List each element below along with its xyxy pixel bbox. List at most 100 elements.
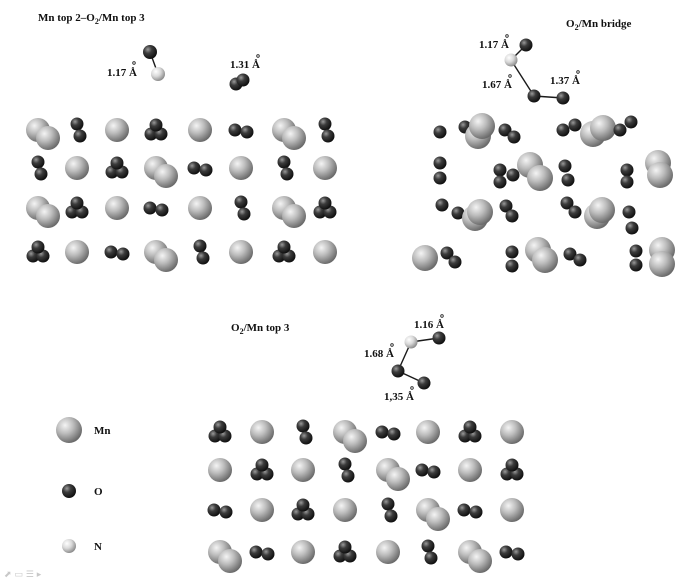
oxygen-atom xyxy=(629,258,643,272)
oxygen-atom xyxy=(558,159,572,173)
oxygen-atom xyxy=(240,125,254,139)
manganese-atom xyxy=(313,156,337,180)
oxygen-atom xyxy=(435,198,449,212)
manganese-atom xyxy=(500,498,524,522)
manganese-atom xyxy=(458,458,482,482)
oxygen-atom xyxy=(469,505,483,519)
oxygen-atom xyxy=(219,505,233,519)
corner-toolbar-icons: ⬈ ▭ ☰ ▸ xyxy=(4,570,42,580)
oxygen-atom xyxy=(427,465,441,479)
manganese-atom xyxy=(188,118,212,142)
legend: Mn O N xyxy=(56,417,111,553)
oxygen-atom xyxy=(277,240,291,254)
oxygen-atom xyxy=(143,45,157,59)
manganese-atom xyxy=(282,204,306,228)
oxygen-atom xyxy=(341,469,355,483)
manganese-atom xyxy=(154,164,178,188)
oxygen-atom xyxy=(568,118,582,132)
slab-top-right xyxy=(412,113,675,277)
manganese-atom xyxy=(313,240,337,264)
nitrogen-atom xyxy=(151,67,165,81)
oxygen-atom xyxy=(255,458,269,472)
manganese-atom xyxy=(65,240,89,264)
oxygen-atom xyxy=(391,364,405,378)
oxygen-atom xyxy=(387,427,401,441)
oxygen-atom xyxy=(622,205,636,219)
manganese-atom xyxy=(416,420,440,444)
oxygen-atom xyxy=(375,425,389,439)
manganese-atom xyxy=(500,420,524,444)
oxygen-atom xyxy=(116,247,130,261)
manganese-atom xyxy=(188,196,212,220)
legend-mn-icon xyxy=(56,417,82,443)
oxygen-atom xyxy=(499,199,513,213)
manganese-atom xyxy=(647,162,673,188)
oxygen-atom xyxy=(415,463,429,477)
oxygen-atom xyxy=(417,376,431,390)
legend-n-icon xyxy=(62,539,76,553)
oxygen-atom xyxy=(499,545,513,559)
distance-label: 1.17 Å xyxy=(107,67,137,79)
panel-bottom: O2/Mn top 3 1.16 Å 1.68 Å 1,35 Å xyxy=(207,314,525,573)
oxygen-atom xyxy=(433,156,447,170)
oxygen-atom xyxy=(73,129,87,143)
manganese-atom xyxy=(250,420,274,444)
distance-label: 1.68 Å xyxy=(364,348,394,360)
panel-bottom-title: O2/Mn top 3 xyxy=(231,322,290,336)
oxygen-atom xyxy=(451,206,465,220)
oxygen-atom xyxy=(299,431,313,445)
oxygen-atom xyxy=(556,91,570,105)
oxygen-atom xyxy=(193,239,207,253)
legend-o-icon xyxy=(62,484,76,498)
oxygen-atom xyxy=(249,545,263,559)
oxygen-atom xyxy=(338,540,352,554)
oxygen-atom xyxy=(625,221,639,235)
oxygen-atom xyxy=(560,196,574,210)
oxygen-atom xyxy=(261,547,275,561)
oxygen-atom xyxy=(424,551,438,565)
oxygen-atom xyxy=(237,207,251,221)
oxygen-atom xyxy=(104,245,118,259)
manganese-atom xyxy=(376,540,400,564)
panel-top-right-title: O2/Mn bridge xyxy=(566,18,632,32)
manganese-atom xyxy=(532,247,558,273)
distance-label: 1.31 Å xyxy=(230,59,260,71)
manganese-atom xyxy=(36,204,60,228)
nitrogen-atom xyxy=(504,53,518,67)
oxygen-atom xyxy=(199,163,213,177)
distance-label: 1.37 Å xyxy=(550,75,580,87)
oxygen-atom xyxy=(70,196,84,210)
oxygen-atom xyxy=(433,171,447,185)
oxygen-atom xyxy=(384,509,398,523)
manganese-atom xyxy=(412,245,438,271)
manganese-atom xyxy=(105,196,129,220)
oxygen-atom xyxy=(149,118,163,132)
distance-label: 1.16 Å xyxy=(414,319,444,331)
oxygen-atom xyxy=(561,173,575,187)
oxygen-atom xyxy=(498,123,512,137)
oxygen-atom xyxy=(70,117,84,131)
oxygen-atom xyxy=(463,420,477,434)
oxygen-atom xyxy=(296,498,310,512)
oxygen-atom xyxy=(505,209,519,223)
manganese-atom xyxy=(386,467,410,491)
oxygen-atom xyxy=(277,155,291,169)
manganese-atom xyxy=(291,458,315,482)
oxygen-atom xyxy=(234,195,248,209)
oxygen-atom xyxy=(568,205,582,219)
oxygen-atom xyxy=(556,123,570,137)
oxygen-atom xyxy=(505,458,519,472)
manganese-atom xyxy=(291,540,315,564)
oxygen-atom xyxy=(519,38,533,52)
oxygen-atom xyxy=(280,167,294,181)
oxygen-atom xyxy=(620,175,634,189)
oxygen-atom xyxy=(321,129,335,143)
oxygen-atom xyxy=(620,163,634,177)
distance-label: 1,35 Å xyxy=(384,391,414,403)
slab-bottom xyxy=(207,419,525,573)
oxygen-atom xyxy=(493,175,507,189)
oxygen-atom xyxy=(573,253,587,267)
oxygen-atom xyxy=(448,255,462,269)
panel-top-left: Mn top 2–O2/Mn top 3 1.17 Å 1.31 Å xyxy=(26,12,337,272)
oxygen-atom xyxy=(433,125,447,139)
